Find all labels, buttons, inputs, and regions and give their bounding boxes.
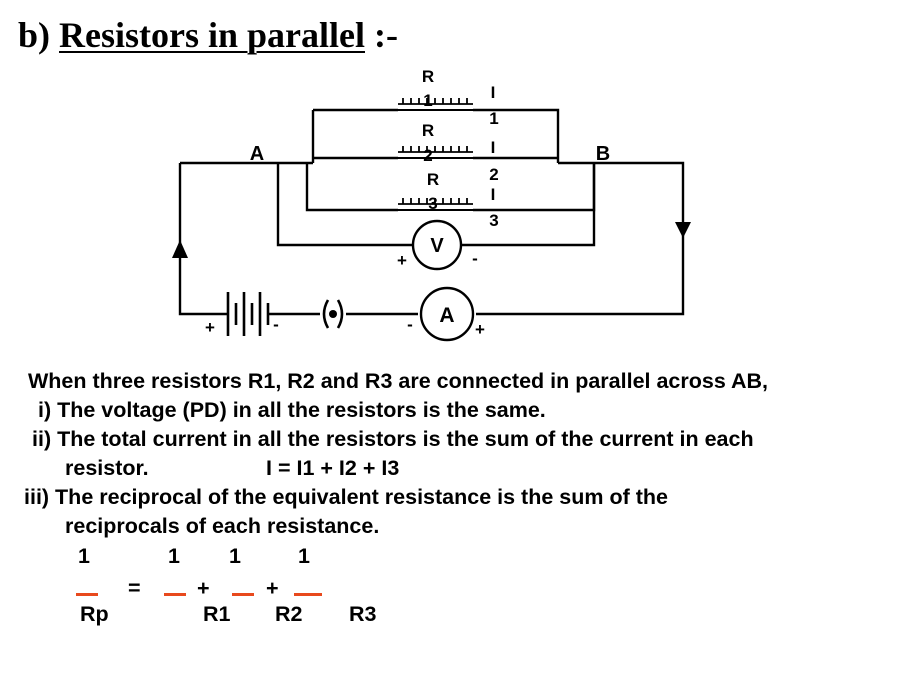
voltmeter-plus-label: + [397, 251, 407, 270]
fraction-bar-r3 [294, 593, 322, 596]
battery-plus-label: + [205, 318, 215, 337]
resistor-r3-label-bottom: 3 [428, 194, 437, 213]
resistor-r2-label-bottom: 2 [423, 146, 432, 165]
denominator-r1: R1 [203, 602, 231, 626]
denominator-rp: Rp [80, 602, 109, 626]
point-1-text: i) The voltage (PD) in all the resistors… [38, 398, 546, 422]
resistor-r1-label-top: R [422, 67, 434, 86]
resistor-r2-label-top: R [422, 121, 434, 140]
key-icon [322, 299, 344, 329]
plus-sign-2: + [266, 576, 279, 600]
denominator-r3: R3 [349, 602, 377, 626]
numerator-r1: 1 [168, 544, 180, 568]
current-i2-label-bottom: 2 [489, 165, 498, 184]
fraction-bar-r1 [164, 593, 186, 596]
current-i3-label-top: I [491, 185, 496, 204]
point-3-text: iii) The reciprocal of the equivalent re… [24, 485, 668, 509]
ammeter-minus-label: - [407, 315, 413, 334]
current-sum-formula: I = I1 + I2 + I3 [266, 456, 400, 480]
ammeter-label: A [439, 304, 454, 327]
point-2-continuation: resistor. [65, 456, 149, 480]
point-3-continuation: reciprocals of each resistance. [65, 514, 380, 538]
resistor-r3-label-top: R [427, 170, 439, 189]
voltmeter-minus-label: - [472, 249, 478, 268]
arrow-up-icon [172, 240, 188, 258]
outer-wire [178, 108, 685, 316]
current-i1-label-bottom: 1 [489, 109, 498, 128]
slide-heading: b) Resistors in parallel :- [18, 14, 398, 56]
intro-text: When three resistors R1, R2 and R3 are c… [28, 369, 769, 393]
voltmeter-label: V [430, 235, 444, 257]
current-i1-label-top: I [491, 83, 496, 102]
current-i2-label-top: I [491, 138, 496, 157]
resistor-r1-label-bottom: 1 [423, 91, 432, 110]
resistor-r2 [398, 146, 473, 159]
point-2-text: ii) The total current in all the resisto… [32, 427, 754, 451]
plus-sign-1: + [197, 576, 210, 600]
battery-icon [226, 292, 270, 336]
ammeter-icon [419, 286, 475, 342]
heading-suffix: :- [374, 15, 398, 55]
fraction-bar-r2 [232, 593, 254, 596]
numerator-rp: 1 [78, 544, 90, 568]
numerator-r2: 1 [229, 544, 241, 568]
resistor-r3 [398, 198, 473, 211]
battery-minus-label: - [273, 315, 279, 334]
node-b-label: B [596, 143, 610, 165]
arrow-down-icon [675, 222, 691, 238]
circuit-diagram: R 1 R 2 R 3 I 1 I 2 I 3 A B V + - A - + … [172, 67, 691, 342]
voltmeter-icon [411, 219, 463, 271]
current-i3-label-bottom: 3 [489, 211, 498, 230]
equals-sign: = [128, 576, 141, 600]
fraction-bar-rp [76, 593, 98, 596]
heading-prefix: b) [18, 15, 51, 55]
denominator-r2: R2 [275, 602, 303, 626]
node-a-label: A [250, 143, 264, 165]
ammeter-plus-label: + [475, 320, 485, 339]
voltmeter-wire [276, 163, 596, 247]
resistor-r1 [398, 98, 473, 111]
heading-title: Resistors in parallel [59, 15, 365, 55]
numerator-r3: 1 [298, 544, 310, 568]
